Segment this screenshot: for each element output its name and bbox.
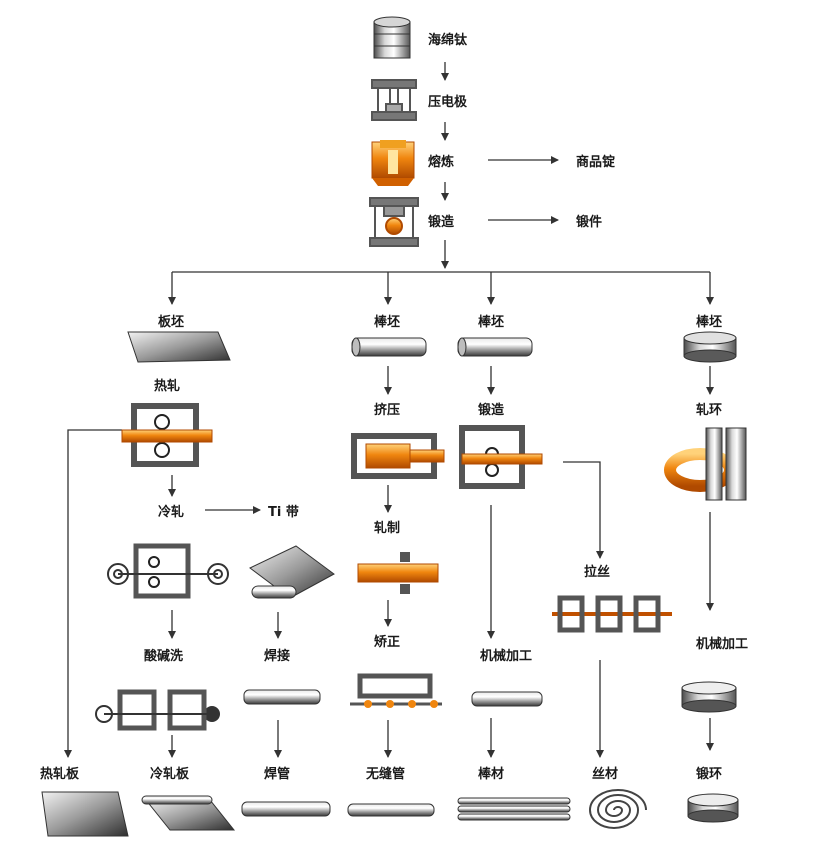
tube-rolling-icon (357, 552, 439, 594)
wire-drawing-icon (552, 595, 672, 633)
label-ingot: 商品锭 (576, 154, 615, 170)
label-forged-ring: 锻环 (696, 766, 722, 782)
label-extrusion: 挤压 (374, 402, 400, 418)
arrow-forging-wiredrawing (563, 461, 604, 559)
label-slab: 板坯 (158, 314, 184, 330)
label-billet-ring: 棒坯 (696, 314, 722, 330)
label-hot-rolling: 热轧 (154, 378, 180, 394)
label-straightening: 矫正 (374, 634, 400, 650)
electrode-press-icon (371, 79, 417, 121)
arrow-hotroll-hotplate (64, 429, 122, 758)
label-cold-rolling: 冷轧 (158, 504, 184, 520)
wire-product-icon (588, 789, 647, 829)
label-billet-extrude: 棒坯 (374, 314, 400, 330)
label-seamless-tube: 无缝管 (365, 766, 405, 782)
ti-strip-icon (249, 545, 335, 599)
billet-ring-icon (683, 331, 737, 363)
billet-forging-icon (457, 337, 533, 357)
welded-tube-product-icon (241, 801, 331, 817)
label-ring-rolling: 轧环 (696, 402, 722, 418)
label-hot-plate: 热轧板 (40, 766, 80, 782)
label-forging-main: 锻造 (428, 214, 455, 230)
slab-icon (127, 331, 231, 363)
label-tube-rolling: 轧制 (374, 520, 400, 536)
hot-plate-product-icon (41, 791, 129, 837)
label-wire: 丝材 (592, 766, 618, 782)
machining-ring-icon (681, 681, 737, 713)
ring-rolling-icon (664, 427, 747, 501)
hot-rolling-mill-icon (121, 403, 213, 467)
label-forgings: 锻件 (576, 214, 602, 230)
label-cold-plate: 冷轧板 (150, 766, 190, 782)
cold-plate-product-icon (141, 795, 236, 831)
label-pickling: 酸碱洗 (144, 648, 183, 664)
billet-extrusion-icon (351, 337, 427, 357)
label-melting: 熔炼 (428, 154, 454, 170)
bar-forging-icon (459, 425, 543, 489)
label-machining-bar: 机械加工 (480, 648, 532, 664)
bar-product-icon (457, 797, 571, 821)
label-welded-tube: 焊管 (264, 766, 290, 782)
label-welding: 焊接 (264, 648, 290, 664)
pickling-line-icon (95, 689, 220, 731)
machining-bar-icon (471, 691, 543, 707)
melting-furnace-icon (371, 140, 415, 186)
straightening-icon (350, 673, 442, 708)
welding-tube-icon (243, 689, 321, 705)
label-wire-drawing: 拉丝 (584, 564, 610, 580)
label-ti-strip: Ti 带 (268, 504, 299, 520)
forging-press-icon (369, 197, 419, 247)
extrusion-press-icon (351, 433, 445, 479)
label-bar: 棒材 (478, 766, 504, 782)
label-billet-forge: 棒坯 (478, 314, 504, 330)
label-sponge: 海绵钛 (428, 32, 468, 48)
connectors (64, 62, 714, 758)
label-electrode: 压电极 (428, 94, 468, 110)
seamless-tube-product-icon (347, 803, 435, 817)
labels: 海绵钛 压电极 熔炼 商品锭 锻造 锻件 板坯 棒坯 棒坯 棒坯 热轧 挤压 锻… (40, 32, 748, 782)
label-forging-bar: 锻造 (478, 402, 505, 418)
label-machining-ring: 机械加工 (696, 636, 748, 652)
sponge-titanium-icon (373, 16, 411, 59)
cold-rolling-mill-icon (107, 543, 229, 599)
forged-ring-product-icon (687, 793, 739, 823)
